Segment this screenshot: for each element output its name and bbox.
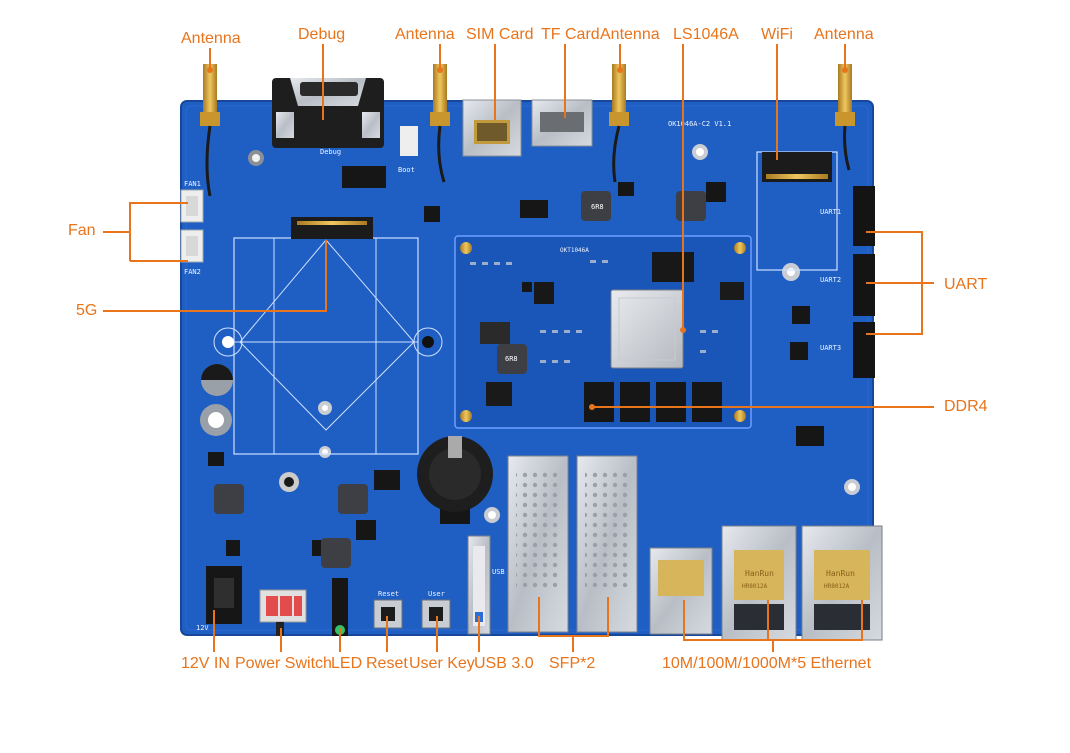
sfp-cages xyxy=(507,455,638,633)
rj45-part-1: HR8012A xyxy=(742,583,768,590)
antenna-sma-1 xyxy=(200,64,220,197)
ddr4-chip-4 xyxy=(692,382,722,422)
silk-uart3: UART3 xyxy=(820,344,841,352)
som-silk: OKT1046A xyxy=(560,247,589,254)
label-antenna-2: Antenna xyxy=(395,26,455,43)
silk-debug: Debug xyxy=(320,148,341,156)
inductor-code-1: 6R8 xyxy=(591,203,604,211)
label-user-key: User Key xyxy=(409,655,475,672)
callout-lines xyxy=(103,44,934,652)
rj45-part-2: HR8012A xyxy=(824,583,850,590)
label-tf-card: TF Card xyxy=(541,26,600,43)
label-led: LED xyxy=(331,655,363,672)
label-antenna-1: Antenna xyxy=(181,30,241,47)
m2-5g-slot xyxy=(291,217,373,239)
antenna-sma-2 xyxy=(430,64,450,183)
label-sim-card: SIM Card xyxy=(466,26,534,43)
ethernet-jacks xyxy=(649,525,883,641)
capacitors xyxy=(200,364,299,492)
silk-user: User xyxy=(428,590,445,598)
callout-dots xyxy=(207,67,848,410)
reset-button xyxy=(373,599,403,629)
ddr4-chip-3 xyxy=(656,382,686,422)
label-ddr4: DDR4 xyxy=(944,398,988,415)
inductor-code-2: 6R8 xyxy=(505,355,518,363)
battery-holder xyxy=(417,436,493,512)
label-12v-in: 12V IN xyxy=(181,655,230,672)
silkscreen-text: OK1046A-C2 V1.1 OKT1046A FAN1 FAN2 UART1… xyxy=(184,120,855,632)
ddr4-chip-1 xyxy=(584,382,614,422)
antenna-connectors xyxy=(200,64,855,197)
label-reset: Reset xyxy=(366,655,408,672)
antenna-sma-4 xyxy=(835,64,855,171)
label-usb3: USB 3.0 xyxy=(474,655,534,672)
board-model-silk: OK1046A-C2 V1.1 xyxy=(668,120,731,128)
label-ls1046a: LS1046A xyxy=(673,26,739,43)
fan-connectors xyxy=(180,189,204,263)
silk-reset: Reset xyxy=(378,590,399,598)
sim-card-slot xyxy=(462,99,522,157)
silk-fan2: FAN2 xyxy=(184,268,201,276)
tf-card-slot xyxy=(531,99,593,147)
label-antenna-4: Antenna xyxy=(814,26,874,43)
label-power-switch: Power Switch xyxy=(235,655,332,672)
silk-fan1: FAN1 xyxy=(184,180,201,188)
usb3-port xyxy=(467,535,491,635)
module-5g-area xyxy=(213,217,443,455)
antenna-sma-3 xyxy=(609,64,629,183)
silk-uart1: UART1 xyxy=(820,208,841,216)
label-antenna-3: Antenna xyxy=(600,26,660,43)
label-sfp: SFP*2 xyxy=(549,655,596,672)
label-wifi: WiFi xyxy=(761,26,793,43)
label-5g: 5G xyxy=(76,302,98,319)
label-fan: Fan xyxy=(68,222,96,239)
rj45-brand-1: HanRun xyxy=(745,569,774,578)
mounting-holes xyxy=(248,144,860,523)
power-jack xyxy=(206,566,242,624)
som-module xyxy=(454,235,752,429)
ls1046a-cpu xyxy=(610,289,684,369)
module-wifi-area xyxy=(756,151,838,271)
silk-uart2: UART2 xyxy=(820,276,841,284)
label-ethernet: 10M/100M/1000M*5 Ethernet xyxy=(662,655,872,672)
debug-connector xyxy=(272,78,384,148)
label-debug: Debug xyxy=(298,26,346,43)
led-indicator xyxy=(332,578,348,636)
silk-usb: USB xyxy=(492,568,505,576)
rj45-brand-2: HanRun xyxy=(826,569,855,578)
ddr4-chip-2 xyxy=(620,382,650,422)
silk-boot: Boot xyxy=(398,166,415,174)
label-uart: UART xyxy=(944,276,988,293)
silk-12v: 12V xyxy=(196,624,209,632)
